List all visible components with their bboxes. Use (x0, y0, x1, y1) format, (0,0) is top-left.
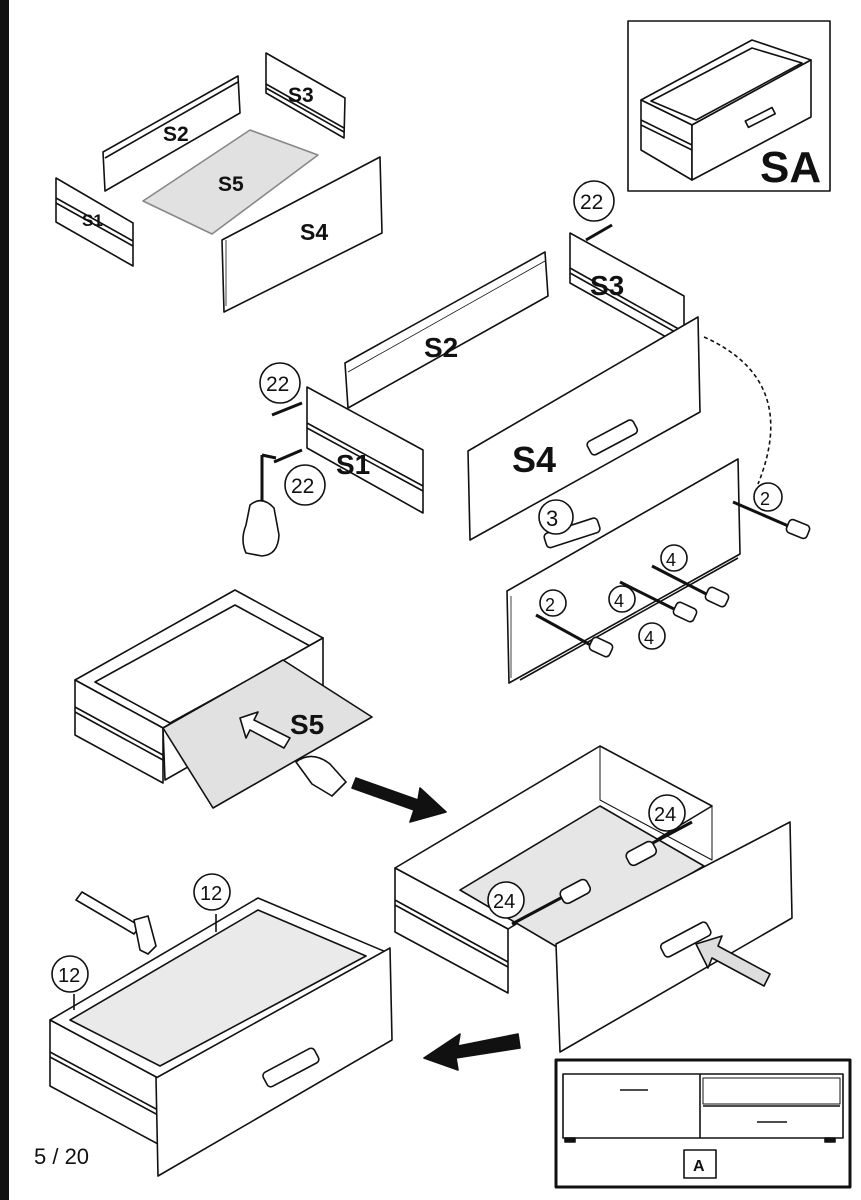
screwdriver-2-right: 2 (732, 482, 811, 540)
screwdriver-2-left: 2 (535, 589, 614, 658)
nail-12-upper: 12 (193, 873, 231, 932)
front-fixing: 24 24 (394, 745, 793, 1053)
svg-text:24: 24 (654, 804, 676, 826)
result-label: SA (760, 143, 821, 192)
nail-12-lower: 12 (51, 955, 89, 1010)
svg-text:S5: S5 (218, 173, 244, 196)
panel-s4-loose: S4 (221, 156, 383, 313)
panel-s2-loose: S2 (102, 75, 241, 192)
svg-text:3: 3 (546, 506, 558, 531)
handle-3: 3 (538, 499, 601, 549)
page-edge-bar (0, 0, 9, 1200)
svg-text:S2: S2 (424, 332, 458, 363)
insert-arrow-icon (695, 935, 771, 987)
hammer-icon (75, 891, 157, 955)
svg-text:S1: S1 (82, 211, 103, 230)
panel-s4: S4 (467, 316, 701, 541)
svg-text:4: 4 (666, 550, 676, 570)
svg-text:12: 12 (58, 965, 80, 987)
result-drawer-box: SA (627, 20, 831, 192)
unit-a-box: A (554, 1058, 852, 1189)
panel-s3: S3 (569, 232, 685, 348)
svg-text:2: 2 (760, 489, 770, 509)
panel-s4-front (506, 458, 741, 684)
panel-s1-loose: S1 (55, 177, 134, 267)
exploded-parts: S2 S3 S5 S1 S4 (55, 52, 383, 313)
panel-s5-loose: S5 (142, 129, 319, 235)
flow-arrow-right (351, 777, 447, 823)
drawer-front-final (155, 947, 393, 1177)
curved-dashed-arrow (703, 336, 772, 485)
svg-text:4: 4 (644, 628, 654, 648)
svg-text:2: 2 (545, 595, 555, 615)
bottom-insertion: S5 (74, 589, 373, 809)
svg-text:4: 4 (614, 591, 624, 611)
svg-text:22: 22 (266, 373, 289, 396)
svg-text:12: 12 (200, 883, 222, 905)
flow-arrow-left (423, 1033, 521, 1071)
screw-22-lower: 22 (273, 448, 326, 506)
svg-text:24: 24 (493, 891, 515, 913)
svg-text:S5: S5 (290, 709, 324, 740)
svg-text:22: 22 (580, 191, 603, 214)
hand-hex-key-icon (242, 453, 280, 557)
svg-text:22: 22 (291, 475, 314, 498)
push-arrow-icon (239, 711, 291, 749)
svg-text:A: A (693, 1158, 705, 1175)
screwdriver-4-b: 4 (608, 580, 698, 623)
panel-s2: S2 (344, 251, 549, 409)
screwdriver-4-a: 4 (651, 544, 730, 608)
page-number: 5 / 20 (34, 1144, 90, 1169)
screw-22-upper: 22 (259, 362, 303, 417)
svg-text:S3: S3 (590, 270, 624, 301)
svg-text:S4: S4 (512, 439, 556, 480)
screw-24-right: 24 (625, 794, 693, 867)
svg-text:S2: S2 (163, 123, 189, 146)
hand-push-icon (295, 755, 347, 797)
nailing-step: 12 12 (49, 873, 393, 1177)
drawer-preview (640, 39, 812, 181)
screw-22-right: 22 (573, 180, 615, 242)
frame-assembly: S2 S3 22 S4 S1 2 (242, 180, 811, 684)
svg-text:S3: S3 (288, 84, 314, 107)
panel-s3-loose: S3 (265, 52, 346, 139)
screw-4-label: 4 (638, 622, 666, 650)
svg-text:S1: S1 (336, 449, 370, 480)
panel-s1: S1 (306, 386, 424, 514)
screw-24-left: 24 (487, 878, 592, 926)
svg-text:S4: S4 (300, 219, 328, 245)
